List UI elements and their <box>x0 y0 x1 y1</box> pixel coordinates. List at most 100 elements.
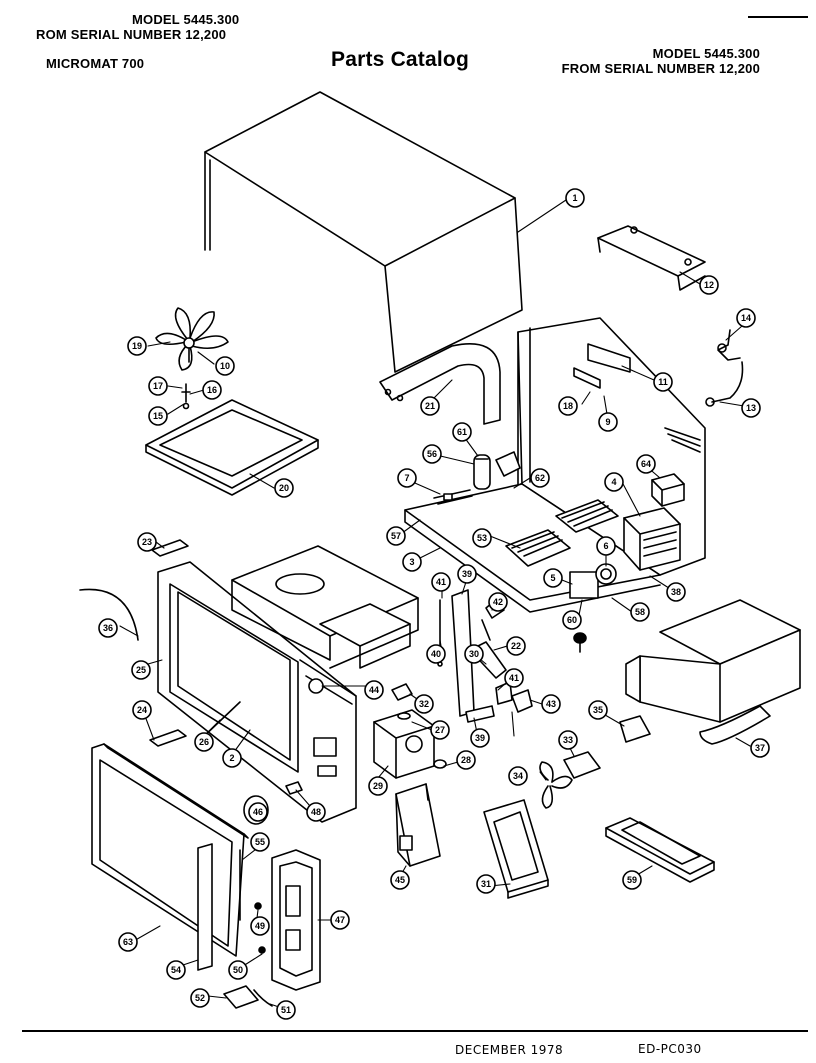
callout-leaders <box>119 199 751 1009</box>
header-right: MODEL 5445.300 FROM SERIAL NUMBER 12,200 <box>520 46 760 76</box>
callout-label: 45 <box>395 875 405 885</box>
part-hinges <box>149 539 189 747</box>
callout-label: 23 <box>142 537 152 547</box>
part-relay <box>651 473 685 507</box>
callout-label: 17 <box>153 381 163 391</box>
part-fan-hardware <box>181 383 191 410</box>
callout-label: 25 <box>136 665 146 675</box>
callout-label: 2 <box>229 753 234 763</box>
header-left-model: MODEL 5445.300 <box>132 12 240 27</box>
callout-label: 39 <box>462 569 472 579</box>
part-terminal-strip <box>433 489 473 505</box>
callout-label: 14 <box>741 313 751 323</box>
callout-label: 32 <box>419 699 429 709</box>
callout-label: 58 <box>635 607 645 617</box>
callout-label: 11 <box>658 377 668 387</box>
callout-label: 33 <box>563 735 573 745</box>
callout-label: 21 <box>425 401 435 411</box>
callout-label: 4 <box>611 477 616 487</box>
header-right-model: MODEL 5445.300 <box>652 46 760 61</box>
callout-label: 64 <box>641 459 651 469</box>
corner-mark <box>748 16 808 18</box>
callout-label: 61 <box>457 427 467 437</box>
part-door-strip <box>197 843 213 971</box>
part-capacitor <box>473 451 521 490</box>
part-control-bracket <box>299 659 357 777</box>
callout-label: 56 <box>427 449 437 459</box>
page-title: Parts Catalog <box>331 48 469 71</box>
callout-label: 47 <box>335 915 345 925</box>
part-control-panel-front <box>271 849 321 991</box>
callout-label: 52 <box>195 993 205 1003</box>
callout-label: 9 <box>605 417 610 427</box>
callout-label: 16 <box>207 385 217 395</box>
callout-label: 12 <box>704 280 714 290</box>
callout-label: 48 <box>311 807 321 817</box>
callout-label: 50 <box>233 965 243 975</box>
callout-label: 28 <box>461 755 471 765</box>
part-timer-motor <box>373 709 447 779</box>
part-seal-channel <box>379 343 501 425</box>
callout-label: 53 <box>477 533 487 543</box>
callout-numbers: 1 12 14 11 18 9 13 19 10 17 16 15 20 21 … <box>103 193 765 1015</box>
part-magnetron <box>569 563 617 599</box>
callout-bubbles <box>98 188 770 1020</box>
footer-document-code: ED-PC030 <box>638 1042 702 1056</box>
callout-label: 34 <box>513 771 523 781</box>
callout-label: 62 <box>535 473 545 483</box>
callout-label: 26 <box>199 737 209 747</box>
header-right-serial: FROM SERIAL NUMBER 12,200 <box>561 61 760 76</box>
part-outer-housing <box>625 599 801 745</box>
part-stirrer-fan <box>155 307 229 371</box>
callout-label: 13 <box>746 403 756 413</box>
part-name-plate <box>605 817 715 883</box>
callout-label: 38 <box>671 587 681 597</box>
callout-label: 1 <box>572 193 577 203</box>
callout-label: 24 <box>137 705 147 715</box>
part-grommet <box>573 632 587 653</box>
callout-label: 42 <box>493 597 503 607</box>
callout-label: 41 <box>436 577 446 587</box>
part-transformer <box>623 507 681 571</box>
callout-label: 7 <box>404 473 409 483</box>
part-switch-bracket <box>395 783 441 867</box>
callout-label: 54 <box>171 965 181 975</box>
callout-label: 51 <box>281 1005 291 1015</box>
callout-label: 60 <box>567 615 577 625</box>
footer-rule <box>22 1030 808 1032</box>
callout-label: 37 <box>755 743 765 753</box>
callout-label: 55 <box>255 837 265 847</box>
header-left-serial: ROM SERIAL NUMBER 12,200 <box>36 27 227 42</box>
callout-label: 20 <box>279 483 289 493</box>
callout-label: 44 <box>369 685 379 695</box>
callout-label: 40 <box>431 649 441 659</box>
header-left-product: MICROMAT 700 <box>46 56 145 71</box>
callout-label: 39 <box>475 733 485 743</box>
callout-label: 59 <box>627 875 637 885</box>
callout-label: 18 <box>563 401 573 411</box>
callout-label: 41 <box>509 673 519 683</box>
callout-label: 6 <box>603 541 608 551</box>
callout-label: 63 <box>123 937 133 947</box>
callout-label: 31 <box>481 879 491 889</box>
part-air-guide <box>483 799 549 899</box>
callout-label: 22 <box>511 641 521 651</box>
callout-label: 35 <box>593 705 603 715</box>
part-outer-cabinet <box>204 91 523 373</box>
callout-label: 5 <box>550 573 555 583</box>
callout-label: 30 <box>469 649 479 659</box>
footer-date: DECEMBER 1978 <box>455 1043 564 1057</box>
callout-label: 15 <box>153 411 163 421</box>
header-left: MODEL 5445.300 ROM SERIAL NUMBER 12,200 … <box>36 12 296 71</box>
part-door-hardware <box>239 849 266 954</box>
part-cooling-fan <box>511 689 651 809</box>
callout-label: 19 <box>132 341 142 351</box>
callout-label: 43 <box>546 699 556 709</box>
part-top-bracket <box>597 225 706 291</box>
part-door-handle <box>223 985 273 1009</box>
callout-label: 27 <box>435 725 445 735</box>
callout-label: 49 <box>255 921 265 931</box>
callout-label: 46 <box>253 807 263 817</box>
part-power-cord <box>79 588 139 641</box>
callout-label: 29 <box>373 781 383 791</box>
